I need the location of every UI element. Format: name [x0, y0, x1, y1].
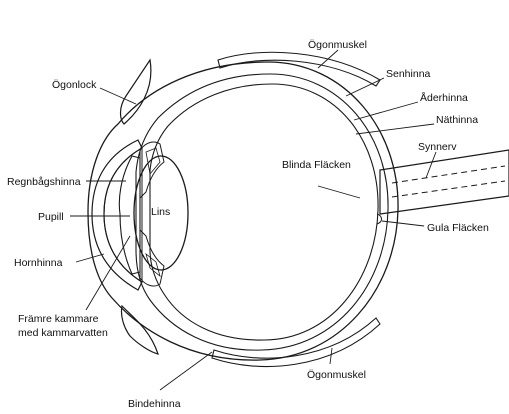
labels: Ögonlock Ögonmuskel Senhinna Åderhinna N…: [7, 39, 489, 410]
label-blinda-flacken: Blinda Fläcken: [282, 159, 351, 171]
ciliary-body-lower: [139, 228, 165, 287]
label-framre-kammare-line1: Främre kammare: [18, 313, 99, 325]
label-nathinna: Näthinna: [436, 114, 478, 126]
label-bindehinna: Bindehinna: [128, 398, 181, 410]
label-gula-flacken: Gula Fläcken: [427, 222, 489, 234]
label-ogonmuskel-top: Ögonmuskel: [308, 39, 367, 51]
label-ogonlock: Ögonlock: [52, 79, 97, 91]
label-senhinna: Senhinna: [386, 68, 431, 80]
label-synnerv: Synnerv: [418, 141, 457, 153]
label-regnbagshinna: Regnbågshinna: [7, 176, 81, 188]
label-pupill: Pupill: [38, 211, 64, 223]
anterior-chamber: [103, 147, 143, 283]
label-hornhinna: Hornhinna: [14, 257, 63, 269]
label-lins: Lins: [151, 206, 170, 218]
eyeball-shell: [87, 61, 399, 361]
ciliary-body-upper: [139, 141, 165, 200]
choroid: [135, 73, 389, 351]
eye-muscle-top: [217, 51, 381, 87]
front-segment: [91, 139, 189, 291]
lower-eyelid: [120, 304, 159, 355]
eyelids: [119, 58, 159, 355]
iris: [118, 155, 141, 275]
eye-muscles: [211, 51, 381, 368]
vitreous-body: [149, 83, 379, 341]
upper-eyelid: [119, 58, 152, 125]
label-framre-kammare-line2: med kammarvatten: [18, 327, 108, 339]
label-ogonmuskel-bottom: Ögonmuskel: [307, 369, 366, 381]
label-aderhinna: Åderhinna: [420, 91, 468, 104]
leader-lines: [70, 49, 437, 391]
sclera-outer: [87, 61, 399, 361]
lens: [133, 155, 189, 271]
eye-muscle-bottom: [211, 317, 381, 368]
optic-nerve: [379, 149, 509, 215]
